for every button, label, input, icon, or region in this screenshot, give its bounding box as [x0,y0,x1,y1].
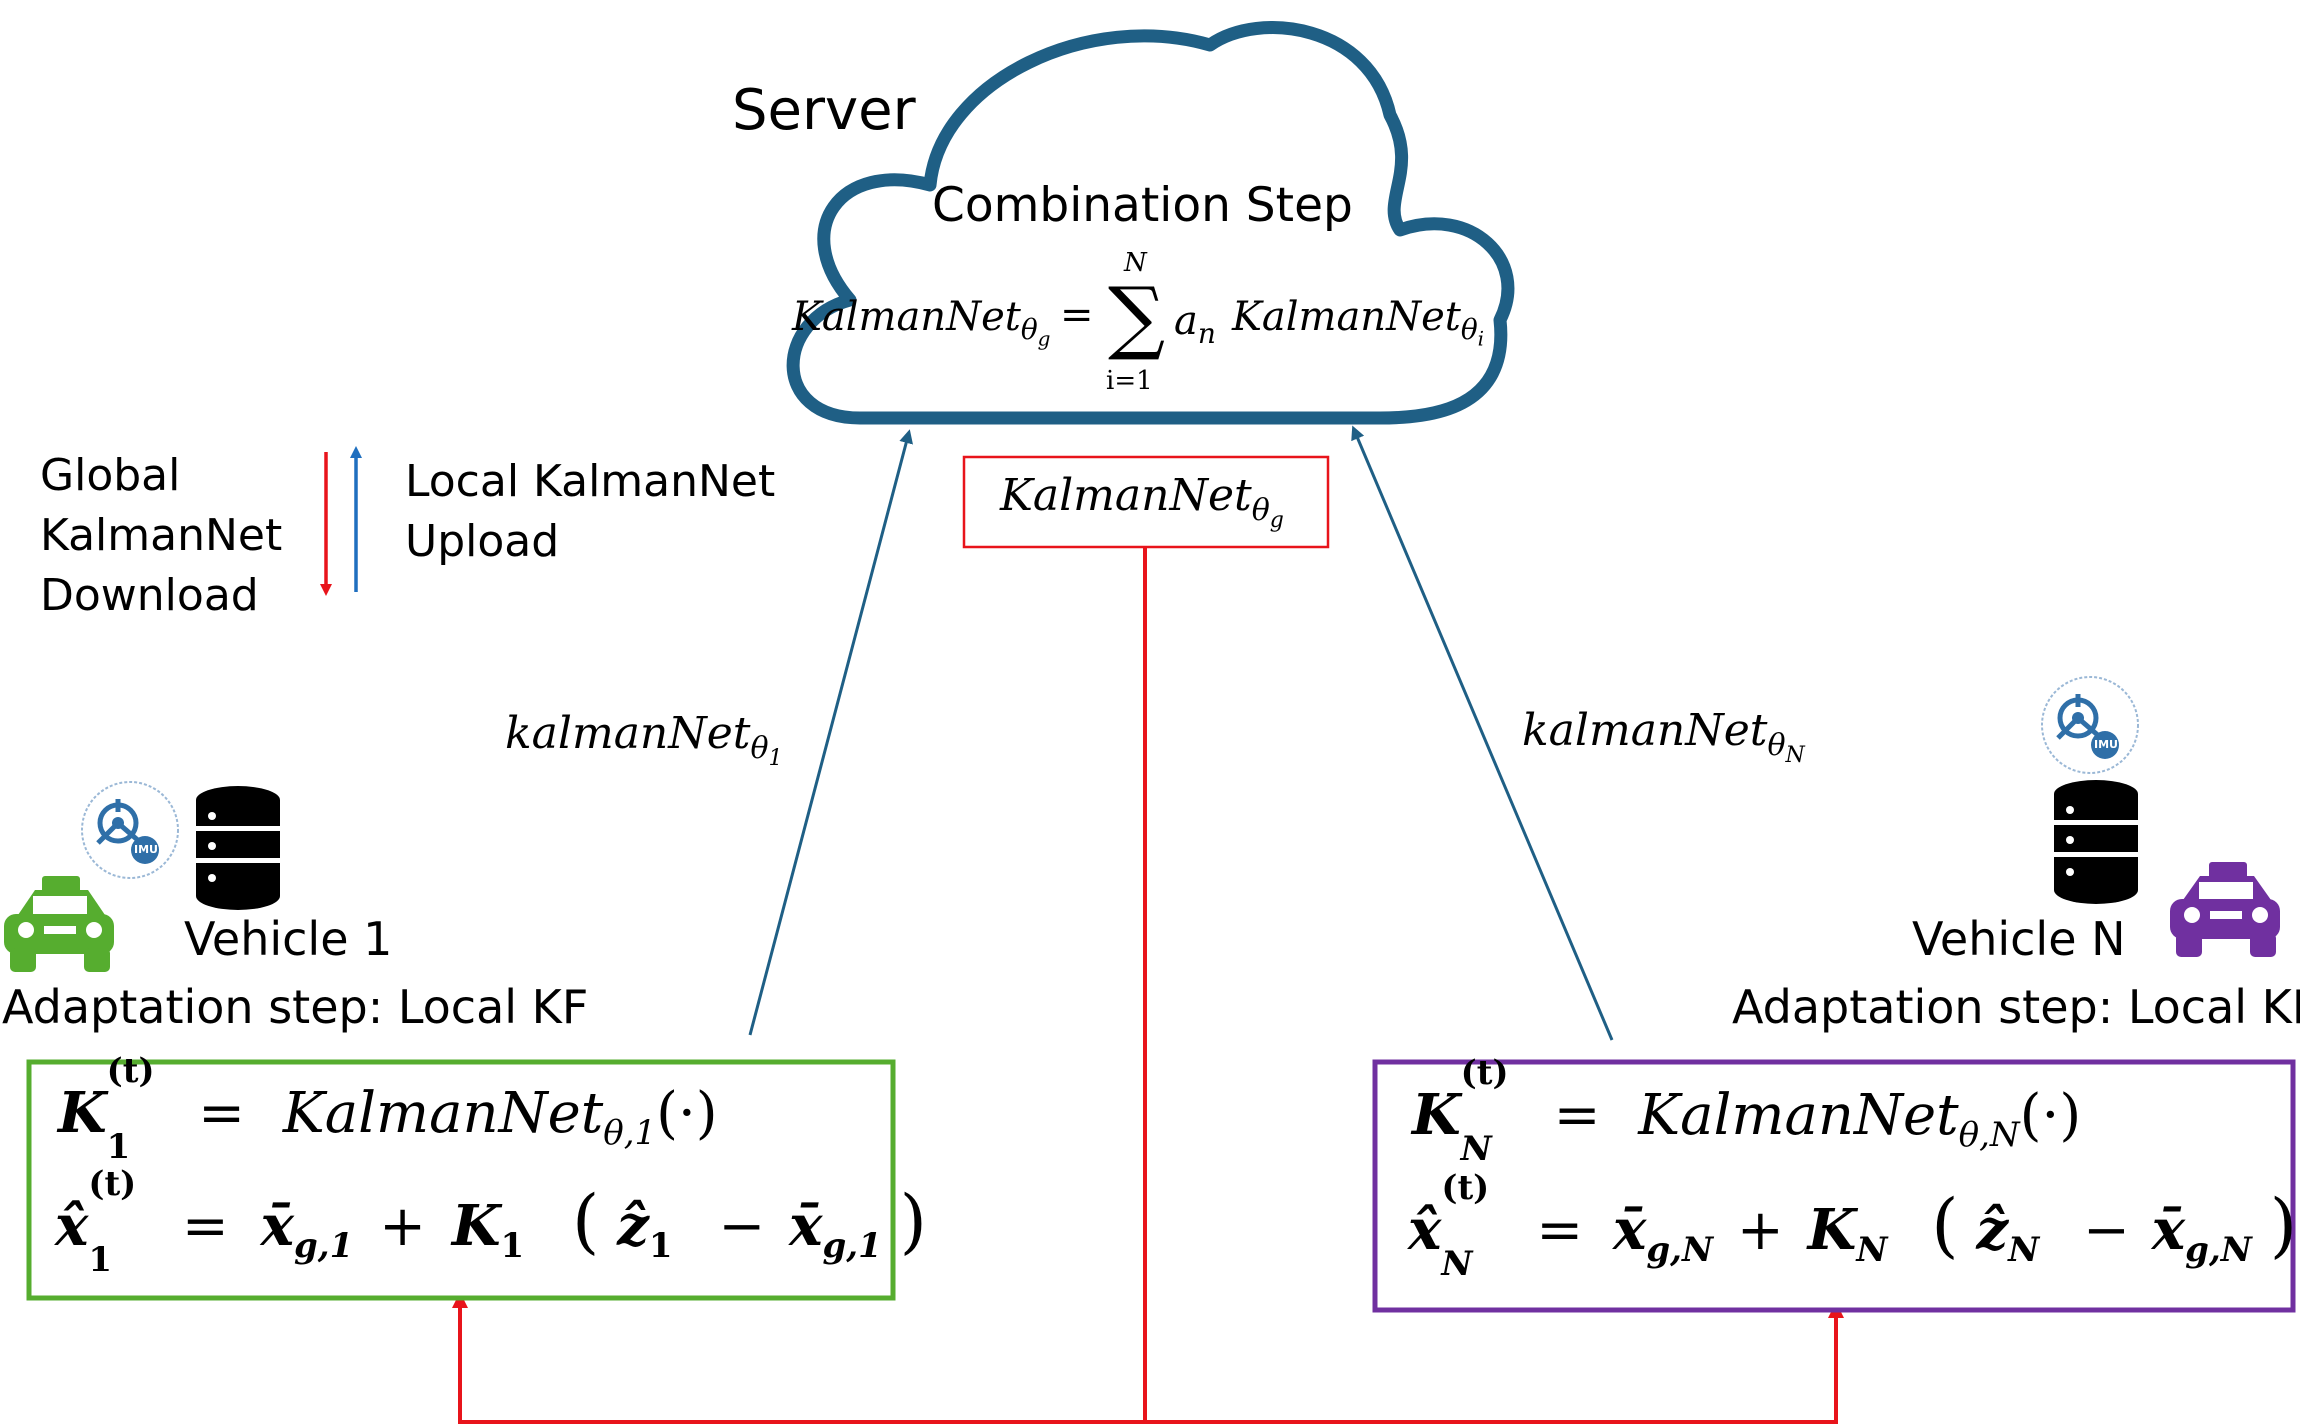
vehicle1-step: Adaptation step: Local KF [2,980,589,1034]
upload-label-left: kalmanNetθ1 [505,708,783,771]
legend-download-line3: Download [40,570,259,621]
download-path [452,547,1147,1424]
formula-sum-lower: i=1 [1106,366,1153,396]
vehicleN-car-icon [2170,862,2280,957]
combination-step-label: Combination Step [932,178,1353,233]
formula-rhs: KalmanNetθi [1232,294,1485,351]
vehicle1-equation-box [26,1059,896,1301]
vehicle1-imu-icon [81,781,179,879]
global-model-box [962,455,1330,549]
vehicle1-name: Vehicle 1 [184,912,393,966]
vehicleN-imu-label: IMU [2094,738,2118,751]
upload-arrow-right [1351,425,1614,1041]
vehicleN-imu-icon [2041,676,2139,774]
vehicle1-database-icon [196,786,280,910]
formula-coef: an [1174,298,1216,350]
vehicle1-gain-equation: K(t)1 = KalmanNetθ,1(·) [58,1051,718,1168]
download-path-right [1145,1302,1844,1424]
vehicle1-car-icon [4,876,114,972]
formula-sum-upper: N [1124,248,1147,278]
upload-label-right: kalmanNetθN [1522,705,1805,768]
vehicleN-database-icon [2054,780,2138,904]
global-model-label: KalmanNetθg [1000,470,1284,533]
vehicleN-step: Adaptation step: Local KF [1732,980,2300,1034]
vehicleN-equation-box [1372,1059,2296,1313]
vehicle1-update-equation: x̂(t)1 = x̄g,1 + K1 ( ẑ1 − x̄g,1 ) [55,1164,927,1281]
formula-sum-symbol: ∑ [1108,270,1166,363]
vehicleN-update-equation: x̂(t)N = x̄g,N + KN ( ẑN − x̄g,N ) [1408,1168,2297,1285]
server-title: Server [732,78,916,143]
vehicle1-imu-label: IMU [134,843,158,856]
upload-arrow-left [748,429,913,1036]
vehicleN-name: Vehicle N [1912,912,2126,966]
legend-upload-line2: Upload [405,516,560,567]
formula-equals: = [1060,292,1094,338]
vehicleN-gain-equation: K(t)N = KalmanNetθ,N(·) [1412,1053,2082,1170]
server-cloud-shape [786,21,1515,425]
legend-upload-line1: Local KalmanNet [405,456,776,507]
formula-lhs: KalmanNetθg [792,294,1051,351]
legend-download-line2: KalmanNet [40,510,283,561]
legend-download-line1: Global [40,450,181,501]
server-formula: KalmanNetθg = N ∑ i=1 an KalmanNetθi [792,248,1512,398]
